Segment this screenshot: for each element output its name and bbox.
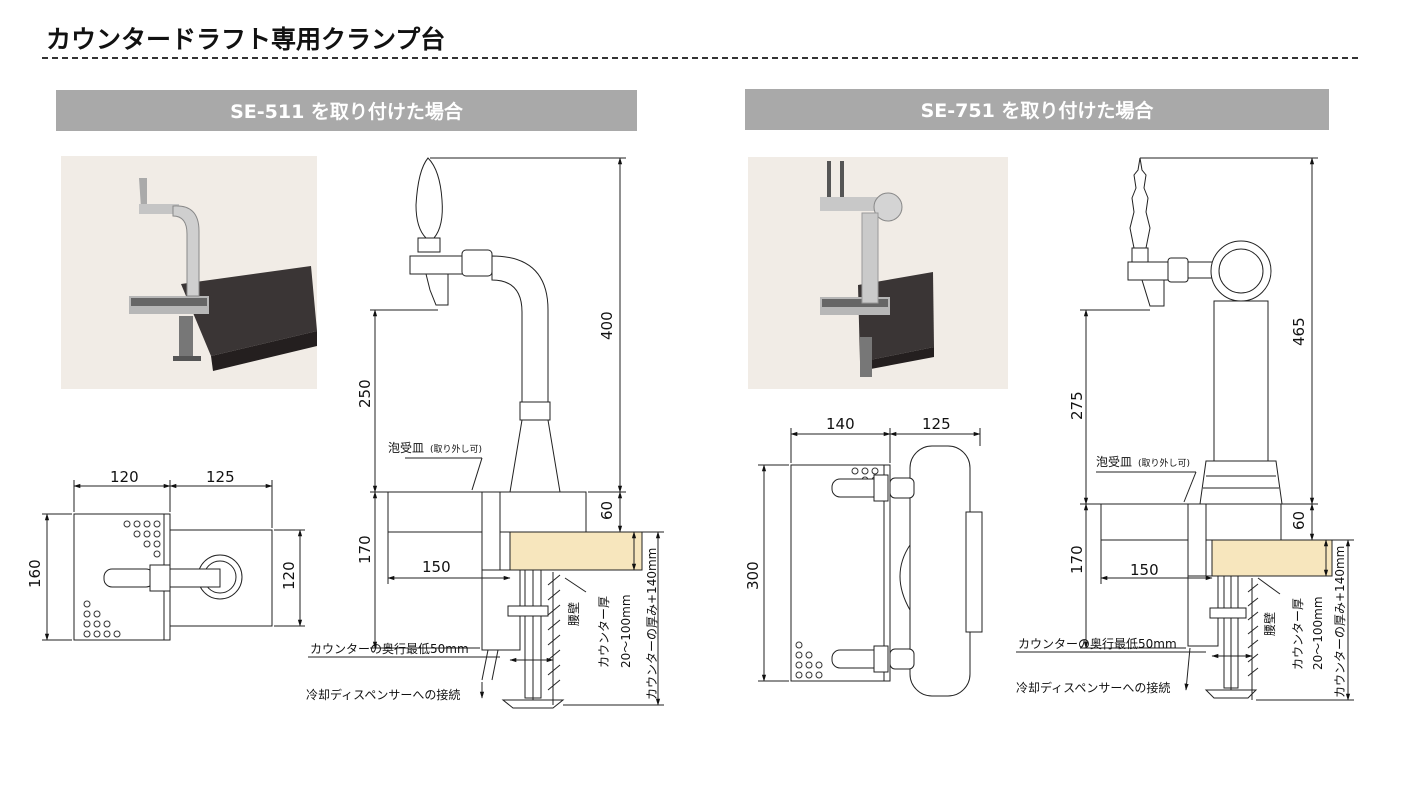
dim-right-side-275: 275 [1068, 391, 1086, 420]
dim-left-side-60: 60 [598, 501, 616, 520]
dim-right-top-300h: 300 [744, 561, 762, 590]
label-left-connect-note: 冷却ディスペンサーへの接続 [306, 687, 460, 702]
dim-right-side-170: 170 [1068, 545, 1086, 574]
label-left-counter-formula: カウンターの厚み+140mm [645, 548, 659, 700]
photo-se511-illustration [129, 178, 317, 371]
dim-left-side-170: 170 [356, 535, 374, 564]
dim-left-side-250: 250 [356, 379, 374, 408]
dim-left-top-125w: 125 [206, 468, 235, 486]
dim-right-side-60: 60 [1290, 511, 1308, 530]
top-view-se751 [758, 428, 983, 697]
dim-right-side-465: 465 [1290, 317, 1308, 346]
label-left-counter-range: 20～100mm [619, 594, 633, 668]
dim-right-top-140w: 140 [826, 415, 855, 433]
dim-left-side-400: 400 [598, 311, 616, 340]
label-right-counter-formula: カウンターの厚み+140mm [1333, 546, 1347, 698]
label-right-wall: 腰壁 [1262, 612, 1277, 636]
top-view-se511 [42, 480, 305, 641]
label-left-wall: 腰壁 [566, 602, 581, 626]
label-right-depth-note: カウンターの奥行最低50mm [1018, 637, 1177, 651]
product-photo-se751 [748, 157, 1008, 389]
dim-left-top-160h: 160 [26, 559, 44, 588]
page-title: カウンタードラフト専用クランプ台 [46, 25, 446, 54]
side-view-se751 [1016, 157, 1354, 701]
label-right-counter-thickness: カウンター厚 [1291, 598, 1305, 670]
dim-left-top-120w: 120 [110, 468, 139, 486]
dim-left-top-120h: 120 [280, 561, 298, 590]
label-left-depth-note: カウンターの奥行最低50mm [310, 642, 469, 656]
label-left-counter-thickness: カウンター厚 [597, 596, 611, 668]
label-right-counter-range: 20～100mm [1311, 596, 1325, 670]
section-header-se751: SE-751 を取り付けた場合 [745, 89, 1329, 130]
section-header-se511: SE-511 を取り付けた場合 [56, 90, 637, 131]
label-right-dish-note: (取り外し可) [1138, 457, 1190, 469]
dim-right-side-150: 150 [1130, 561, 1159, 579]
label-left-dish-note: (取り外し可) [430, 443, 482, 455]
title-divider [42, 57, 1358, 59]
label-right-dish: 泡受皿 [1096, 455, 1132, 469]
dim-left-side-150: 150 [422, 558, 451, 576]
product-photo-se511 [61, 156, 317, 389]
photo-se751-illustration [820, 161, 934, 377]
label-right-connect-note: 冷却ディスペンサーへの接続 [1016, 680, 1170, 695]
side-view-se511 [308, 157, 664, 709]
dim-right-top-125w: 125 [922, 415, 951, 433]
label-left-dish: 泡受皿 [388, 441, 424, 455]
